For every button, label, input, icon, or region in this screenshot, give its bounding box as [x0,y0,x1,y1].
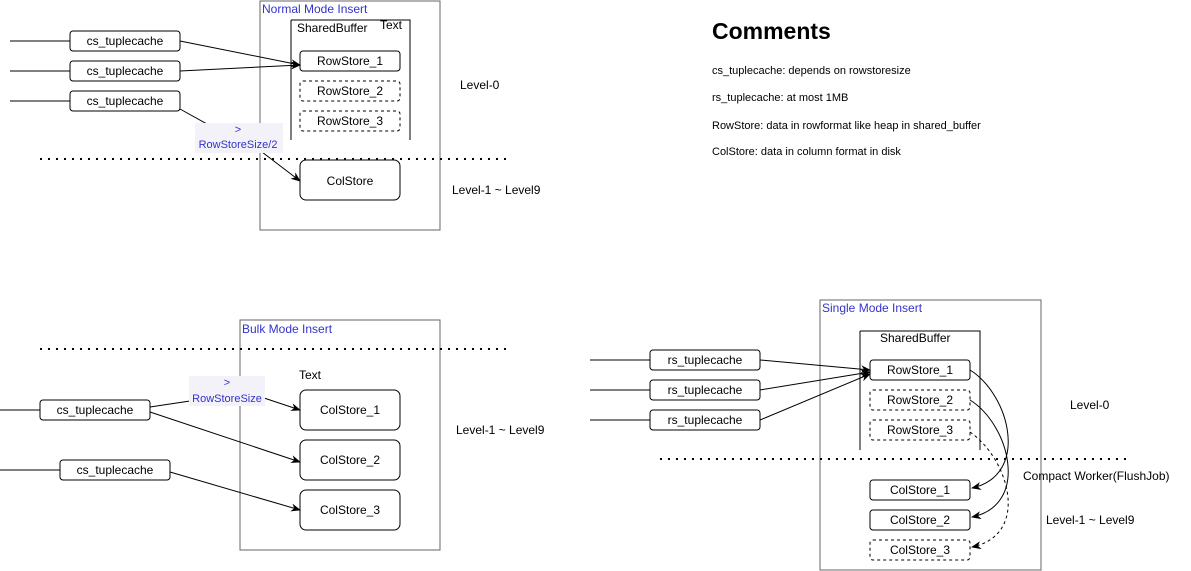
svg-text:RowStore_2: RowStore_2 [317,84,383,98]
svg-text:RowStore_3: RowStore_3 [317,114,383,128]
normal-level0-label: Level-0 [460,78,500,92]
comment-line-1: cs_tuplecache: depends on rowstoresize [712,65,911,77]
bulk-mode-title: Bulk Mode Insert [242,322,333,336]
svg-text:rs_tuplecache: rs_tuplecache [668,413,743,427]
normal-rowstore-2: RowStore_2 [299,80,401,102]
svg-text:cs_tuplecache: cs_tuplecache [57,403,134,417]
svg-text:ColStore_1: ColStore_1 [320,403,380,417]
single-mode-title: Single Mode Insert [822,301,923,315]
normal-mode-frame [259,0,441,231]
bulk-colstore-2: ColStore_2 [299,439,401,481]
normal-rowstore-1: RowStore_1 [299,50,401,72]
svg-text:ColStore_2: ColStore_2 [890,513,950,527]
normal-mode-section: Normal Mode Insert SharedBuffer Text cs_… [10,0,541,231]
bulk-mode-section: Bulk Mode Insert Text cs_tuplecache cs_t… [0,319,545,551]
single-colstore-2: ColStore_2 [869,509,971,531]
bulk-text-label: Text [299,368,322,382]
bulk-colstore-1: ColStore_1 [299,389,401,431]
bulk-level19-label: Level-1 ~ Level9 [456,423,545,437]
svg-text:RowStore_2: RowStore_2 [887,393,953,407]
normal-edge-label-bg [195,123,283,153]
svg-text:ColStore_2: ColStore_2 [320,453,380,467]
svg-text:RowStore_1: RowStore_1 [317,54,383,68]
svg-text:cs_tuplecache: cs_tuplecache [87,34,164,48]
comments-section: Comments cs_tuplecache: depends on rowst… [712,18,981,158]
single-rowstore-3: RowStore_3 [869,419,971,441]
normal-rowstore-3: RowStore_3 [299,110,401,132]
single-colstore-3: ColStore_3 [869,539,971,561]
comment-line-2: rs_tuplecache: at most 1MB [712,92,848,104]
normal-edge-label-2: RowStoreSize/2 [199,139,278,151]
svg-text:RowStore_1: RowStore_1 [887,363,953,377]
normal-shared-buffer-label: SharedBuffer [297,21,368,35]
comments-title: Comments [712,18,831,44]
bulk-mode-frame [239,319,441,551]
svg-text:ColStore_3: ColStore_3 [320,503,380,517]
bulk-edge-label-2: RowStoreSize [192,393,262,405]
normal-cache-1: cs_tuplecache [69,30,181,52]
svg-text:cs_tuplecache: cs_tuplecache [87,94,164,108]
single-flush-arrow-1 [969,369,1009,490]
single-level19-label: Level-1 ~ Level9 [1046,513,1135,527]
bulk-arrow-1 [149,397,300,410]
bulk-edge-label-bg [189,376,265,406]
single-flush-arrow-2 [969,399,1009,520]
svg-text:cs_tuplecache: cs_tuplecache [87,64,164,78]
bulk-edge-label-1: > [224,377,230,389]
normal-text-label: Text [380,18,403,32]
bulk-arrow-3 [169,471,301,512]
comment-line-4: ColStore: data in column format in disk [712,146,901,158]
svg-text:ColStore_3: ColStore_3 [890,543,950,557]
single-rowstore-2: RowStore_2 [869,389,971,411]
normal-level19-label: Level-1 ~ Level9 [452,183,541,197]
svg-text:ColStore: ColStore [327,174,374,188]
single-shared-buffer-label: SharedBuffer [880,331,951,345]
single-flush-arrow-3 [969,431,1009,550]
svg-text:RowStore_3: RowStore_3 [887,423,953,437]
normal-cache-3: cs_tuplecache [69,90,181,112]
single-mode-frame [819,299,1042,571]
bulk-cache-1: cs_tuplecache [39,399,151,421]
svg-text:rs_tuplecache: rs_tuplecache [668,353,743,367]
comment-line-3: RowStore: data in rowformat like heap in… [712,120,981,132]
single-cache-1: rs_tuplecache [649,349,761,371]
single-colstore-1: ColStore_1 [869,479,971,501]
single-level0-label: Level-0 [1070,398,1110,412]
normal-edge-label-1: > [235,124,241,136]
single-shared-buffer-bracket [859,330,981,450]
bulk-arrow-2 [149,411,301,463]
single-mode-section: Single Mode Insert SharedBuffer rs_tuple… [590,299,1169,571]
single-arrow-3 [759,373,871,421]
bulk-cache-2: cs_tuplecache [59,459,171,481]
svg-text:cs_tuplecache: cs_tuplecache [77,463,154,477]
normal-mode-title: Normal Mode Insert [262,2,368,16]
bulk-colstore-3: ColStore_3 [299,489,401,531]
single-cache-2: rs_tuplecache [649,379,761,401]
single-arrow-2 [759,369,871,391]
normal-arrow-2 [179,61,301,72]
normal-colstore: ColStore [299,159,401,201]
normal-shared-buffer-bracket [290,19,411,140]
single-arrow-1 [759,359,871,374]
single-cache-3: rs_tuplecache [649,409,761,431]
single-rowstore-1: RowStore_1 [869,359,971,381]
single-compact-label: Compact Worker(FlushJob) [1023,469,1169,483]
svg-text:rs_tuplecache: rs_tuplecache [668,383,743,397]
normal-arrow-1 [179,40,301,68]
normal-cache-2: cs_tuplecache [69,60,181,82]
svg-text:ColStore_1: ColStore_1 [890,483,950,497]
